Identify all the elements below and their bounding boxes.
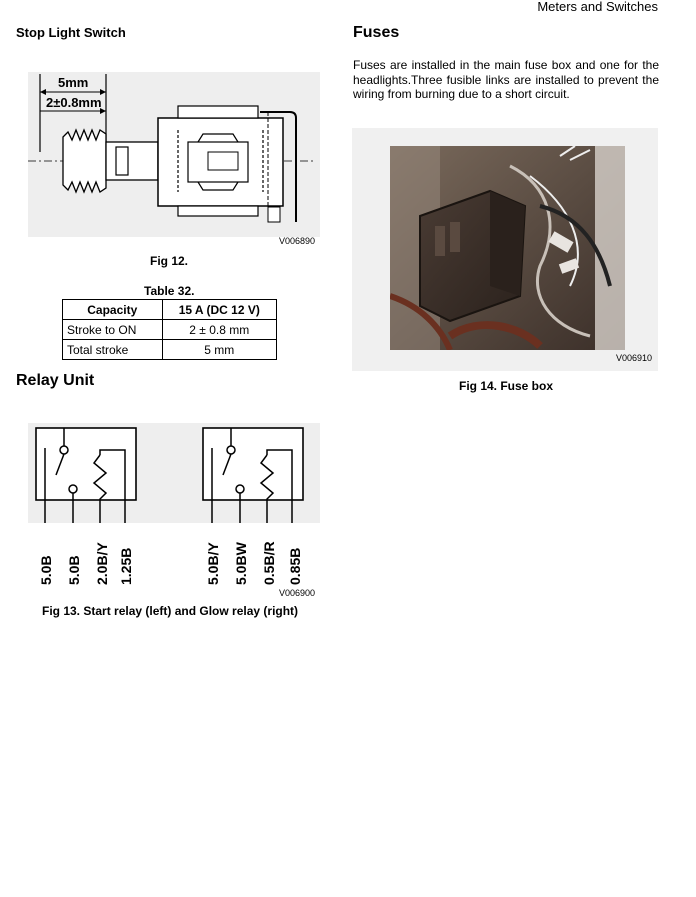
table-row: Stroke to ON 2 ± 0.8 mm — [62, 319, 278, 340]
table-header-cell: Capacity — [62, 299, 163, 320]
start-relay-box — [35, 427, 137, 501]
table-row: Total stroke 5 mm — [62, 339, 278, 360]
start-relay-wire-label: 2.0B/Y — [94, 542, 110, 585]
glow-relay-wire-label: 5.0B/Y — [205, 542, 221, 585]
figure-14-code: V006910 — [616, 353, 653, 363]
fuses-body-text: Fuses are installed in the main fuse box… — [353, 58, 659, 101]
table-cell: Total stroke — [62, 339, 163, 360]
figure-12-code: V006890 — [279, 236, 316, 246]
dimension-inner-label: 2±0.8mm — [46, 95, 102, 110]
table-header-row: Capacity 15 A (DC 12 V) — [62, 299, 278, 320]
fuses-heading: Fuses — [353, 24, 400, 41]
glow-relay-box — [202, 427, 304, 501]
page-section-header: Meters and Switches — [537, 0, 658, 14]
stop-light-switch-heading: Stop Light Switch — [16, 25, 126, 40]
glow-relay-wire-label: 0.85B — [287, 547, 303, 585]
glow-relay-wire-label: 5.0BW — [233, 542, 249, 585]
switch-spec-table: Capacity 15 A (DC 12 V) Stroke to ON 2 ±… — [62, 299, 278, 360]
table-caption: Table 32. — [144, 284, 195, 298]
figure-13-caption: Fig 13. Start relay (left) and Glow rela… — [42, 604, 299, 618]
fuse-box-photo — [390, 146, 625, 350]
relay-unit-heading: Relay Unit — [16, 372, 95, 389]
relay-diagram — [28, 423, 320, 523]
figure-12-caption: Fig 12. — [150, 254, 189, 268]
table-cell: 2 ± 0.8 mm — [161, 319, 278, 340]
glow-relay-wire-label: 0.5B/R — [261, 541, 277, 585]
stop-light-switch-diagram: 5mm 2±0.8mm — [28, 72, 320, 237]
table-cell: 5 mm — [161, 339, 278, 360]
table-cell: Stroke to ON — [62, 319, 163, 340]
table-header-cell: 15 A (DC 12 V) — [161, 299, 278, 320]
start-relay-wire-label: 5.0B — [38, 555, 54, 585]
dimension-outer-label: 5mm — [58, 75, 88, 90]
start-relay-wire-label: 1.25B — [118, 547, 134, 585]
figure-14-caption: Fig 14. Fuse box — [459, 379, 554, 393]
figure-13-code: V006900 — [279, 588, 316, 598]
start-relay-wire-label: 5.0B — [66, 555, 82, 585]
